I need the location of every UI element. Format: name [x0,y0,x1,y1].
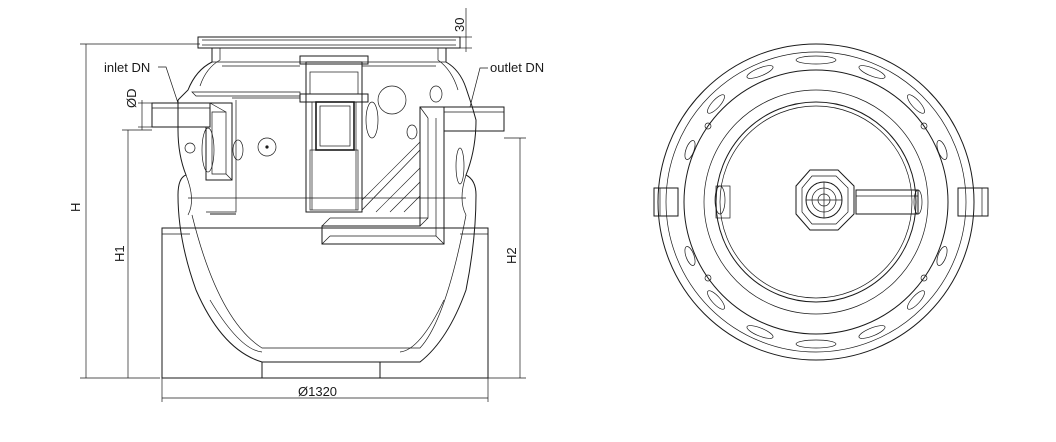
outlet-label: outlet DN [490,60,544,75]
outlet-pipe [321,106,505,245]
height-total-label: H [68,203,83,212]
top-view-pipes [653,187,989,217]
separator-cone [361,141,421,213]
filter-cartridge [299,55,369,213]
base-diameter-label: Ø1320 [298,384,337,399]
upper-dome [177,48,473,107]
pipe-diameter-label: ØD [124,89,139,109]
height-inlet-label: H1 [112,245,127,262]
base-frame [161,227,489,379]
height-outlet-label: H2 [504,247,519,264]
side-view: inlet DN outlet DN ØD 30 H H1 H2 Ø1320 [68,8,544,402]
tank-body [177,100,477,379]
inlet-label: inlet DN [104,60,150,75]
top-view-outlet-arm [715,185,923,219]
dimension-lines [80,8,526,402]
lid-thickness-label: 30 [452,18,467,32]
inlet-bracket [191,91,301,215]
ring-slots [684,55,948,349]
center-fitting [795,169,855,231]
top-lid [197,36,461,49]
inlet-pipe [151,102,244,181]
tank-openings [257,85,465,185]
top-view [653,43,989,361]
